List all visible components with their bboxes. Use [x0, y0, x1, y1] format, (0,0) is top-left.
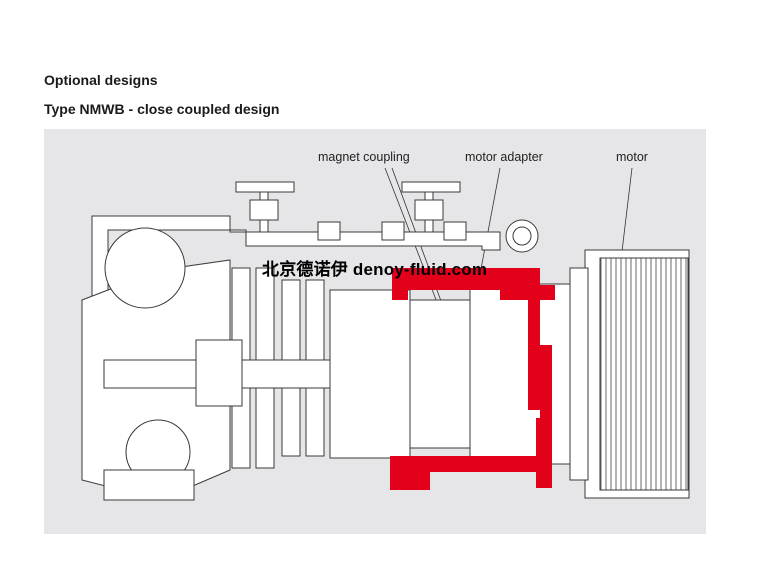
- motor-fins: [599, 257, 689, 491]
- callout-magnet-coupling: magnet coupling: [318, 150, 410, 164]
- valve-left-body: [249, 199, 279, 221]
- callout-motor-adapter: motor adapter: [465, 150, 543, 164]
- valve-left-handle: [235, 181, 295, 193]
- fitting-1: [317, 221, 341, 241]
- diagram-title: Type NMWB - close coupled design: [44, 101, 280, 117]
- watermark-text: 北京德诺伊 denoy-fluid.com: [262, 260, 488, 279]
- bearing-left: [195, 339, 243, 407]
- fitting-2: [381, 221, 405, 241]
- casing-foot: [103, 469, 195, 501]
- bearing-housing: [329, 289, 411, 459]
- suction-volute: [104, 227, 186, 309]
- motor-flange: [569, 267, 589, 481]
- pump-housing-group: [81, 181, 690, 501]
- lifting-eye-inner: [512, 226, 532, 246]
- callout-motor: motor: [616, 150, 648, 164]
- motor-adapter-highlight: [390, 268, 555, 490]
- motor-adapter-body: [469, 283, 571, 465]
- section-heading: Optional designs: [44, 72, 158, 88]
- valve-right-handle: [401, 181, 461, 193]
- valve-right-body: [414, 199, 444, 221]
- fitting-3: [443, 221, 467, 241]
